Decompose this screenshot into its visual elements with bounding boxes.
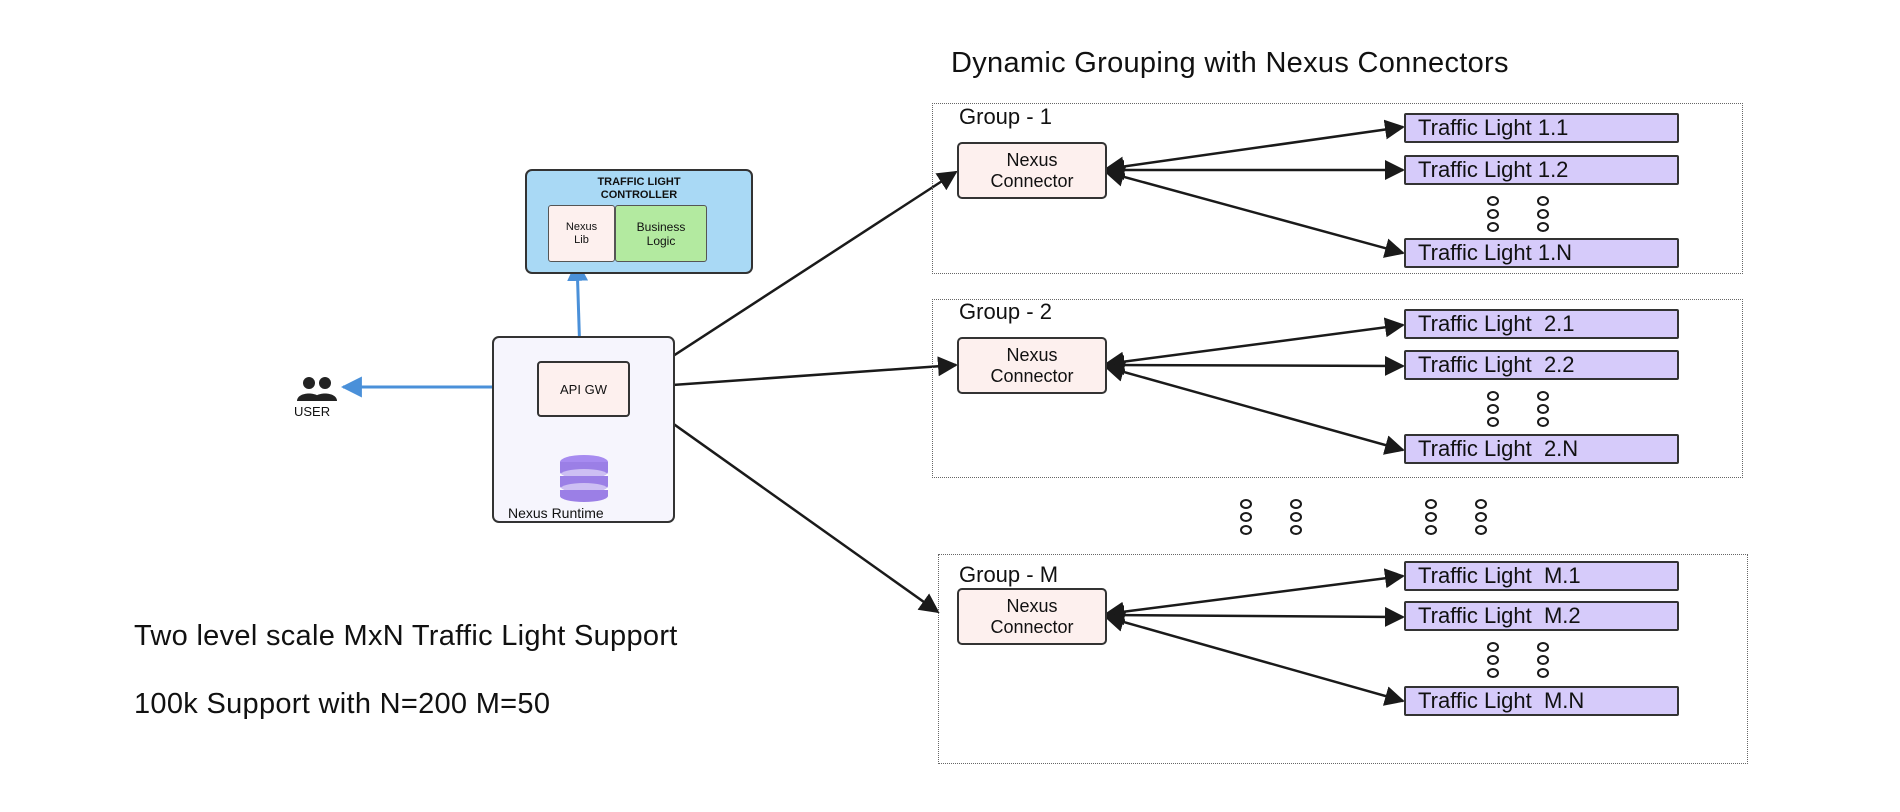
apigw-to-groupM-arrow — [628, 391, 940, 614]
group-m-box — [938, 554, 1748, 764]
traffic-light-2-1: Traffic Light 2.1 — [1404, 309, 1679, 339]
group-1-connector: Nexus Connector — [957, 142, 1107, 199]
traffic-light-m-2: Traffic Light M.2 — [1404, 601, 1679, 631]
scale-note: Two level scale MxN Traffic Light Suppor… — [134, 620, 678, 652]
diagram-title: Dynamic Grouping with Nexus Connectors — [951, 47, 1509, 79]
apigw-to-group1-arrow — [628, 170, 958, 386]
capacity-note: 100k Support with N=200 M=50 — [134, 688, 551, 720]
group-2-label: Group - 2 — [959, 299, 1052, 324]
traffic-light-1-2: Traffic Light 1.2 — [1404, 155, 1679, 185]
users-icon — [295, 376, 341, 402]
group-1-box — [932, 103, 1743, 274]
business-logic-box: Business Logic — [615, 205, 707, 262]
traffic-light-m-n: Traffic Light M.N — [1404, 686, 1679, 716]
traffic-light-2-n: Traffic Light 2.N — [1404, 434, 1679, 464]
group-m-label: Group - M — [959, 562, 1059, 587]
user-label: USER — [294, 404, 331, 419]
database-icon — [558, 453, 610, 503]
controller-title: TRAFFIC LIGHT CONTROLLER — [597, 176, 681, 201]
runtime-label: Nexus Runtime — [508, 505, 604, 521]
traffic-light-1-n: Traffic Light 1.N — [1404, 238, 1679, 268]
traffic-light-2-2: Traffic Light 2.2 — [1404, 350, 1679, 380]
group-1-label: Group - 1 — [959, 104, 1052, 129]
group-2-connector: Nexus Connector — [957, 337, 1107, 394]
group-2-box — [932, 299, 1743, 478]
apigw-to-group2-arrow — [628, 356, 958, 397]
traffic-light-m-1: Traffic Light M.1 — [1404, 561, 1679, 591]
nexus-lib-box: Nexus Lib — [548, 205, 615, 262]
api-gateway-box: API GW — [537, 361, 630, 417]
traffic-light-1-1: Traffic Light 1.1 — [1404, 113, 1679, 143]
group-m-connector: Nexus Connector — [957, 588, 1107, 645]
ellipsis-dots — [1240, 196, 1549, 678]
